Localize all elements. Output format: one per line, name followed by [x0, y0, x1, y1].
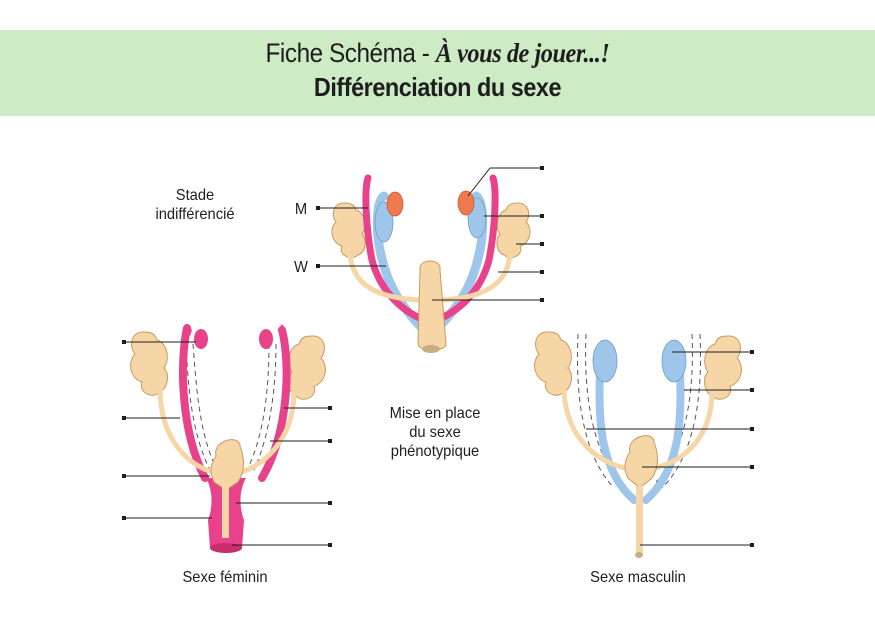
female-right-tube: [258, 326, 291, 482]
male-left-ureter: [561, 387, 639, 473]
female-left-tube: [179, 324, 209, 482]
left-mullerian-duct: [362, 174, 428, 324]
label-phenotypic: Mise en place du sexe phénotypique: [360, 404, 510, 461]
female-right-regressed-duct-2: [247, 343, 270, 469]
male-left-vas-deferens: [595, 368, 638, 504]
label-indifferent-stage: Stade indifférencié: [120, 186, 270, 224]
label-indifferent-line1: Stade: [175, 187, 215, 204]
male-left-kidney: [534, 331, 572, 396]
page-subtitle: Différenciation du sexe: [313, 72, 562, 102]
indifferent-stage-diagram: [331, 174, 531, 353]
female-right-regressed-duct: [253, 343, 277, 471]
page-title: Fiche Schéma - À vous de jouer...!: [44, 38, 832, 69]
left-gonad: [386, 191, 404, 217]
female-right-ovary: [259, 329, 273, 349]
male-right-testis: [661, 339, 687, 383]
female-leaders: [122, 340, 332, 547]
female-urethra: [222, 486, 229, 538]
indifferent-leaders: [316, 166, 544, 302]
right-kidney: [496, 202, 531, 259]
sinus-opening: [422, 345, 440, 353]
female-left-ovary: [194, 329, 208, 349]
label-phenotypic-line3: phénotypique: [390, 443, 480, 460]
urogenital-sinus: [417, 260, 447, 351]
label-duct-m: M: [294, 201, 308, 218]
female-right-fimbria: [278, 324, 286, 336]
left-wolffian-top: [374, 201, 394, 243]
male-urethral-meatus: [635, 552, 643, 558]
right-gonad: [457, 190, 475, 216]
female-bladder: [210, 439, 244, 491]
label-phenotypic-line1: Mise en place: [389, 405, 481, 422]
title-accent: À vous de jouer...!: [435, 38, 610, 68]
left-ureter: [347, 247, 423, 303]
male-left-testis: [592, 339, 618, 383]
male-right-vas-deferens: [642, 368, 685, 504]
male-bladder: [624, 435, 658, 489]
label-indifferent-line2: indifférencié: [155, 206, 235, 223]
female-diagram: [130, 324, 326, 553]
right-ureter: [437, 247, 513, 303]
female-left-kidney: [130, 331, 168, 396]
label-female: Sexe féminin: [182, 569, 268, 586]
male-leaders: [586, 350, 754, 547]
label-duct-w: W: [294, 259, 308, 276]
title-prefix: Fiche Schéma -: [265, 38, 436, 68]
female-left-fimbria: [184, 324, 192, 336]
right-mullerian-duct: [433, 174, 499, 324]
label-phenotypic-line2: du sexe: [409, 424, 461, 441]
label-male: Sexe masculin: [590, 569, 686, 586]
left-kidney: [331, 202, 366, 259]
male-urethra: [636, 486, 643, 554]
title-banner: [0, 30, 875, 116]
male-diagram: [534, 331, 742, 558]
female-left-regressed-duct-2: [192, 343, 217, 469]
